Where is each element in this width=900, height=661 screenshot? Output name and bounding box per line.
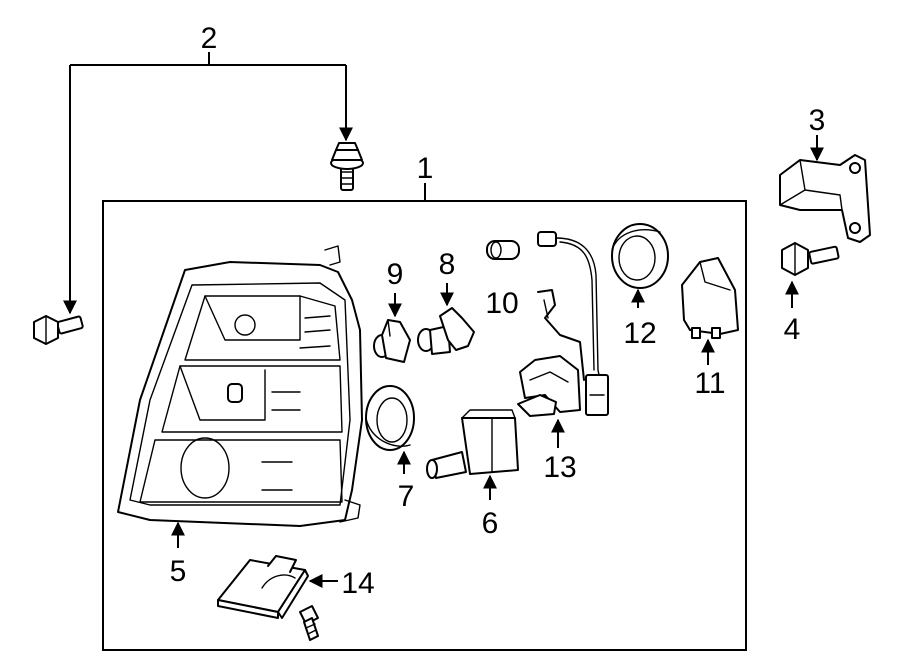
callout-5: 5 <box>170 555 187 588</box>
callout-14: 14 <box>341 567 374 600</box>
headlamp-assembly-part <box>117 245 363 527</box>
cover-part <box>681 257 739 339</box>
callout-1: 1 <box>417 152 434 185</box>
bulb-socket-part <box>426 409 519 479</box>
callout-7: 7 <box>398 480 415 513</box>
callout-2: 2 <box>201 22 218 55</box>
bulb-9-part <box>373 319 411 363</box>
callout-8: 8 <box>439 248 456 281</box>
retainer-part <box>217 555 309 619</box>
callout-3: 3 <box>809 104 826 137</box>
seal-ring-12-part <box>611 223 669 289</box>
bolt-4-part <box>781 242 840 276</box>
callout-11: 11 <box>694 367 725 400</box>
screw-part <box>299 605 319 641</box>
callout-12: 12 <box>623 317 656 350</box>
wiring-harness-part <box>517 231 609 417</box>
seal-ring-part <box>365 385 415 451</box>
callout-13: 13 <box>543 451 576 484</box>
bolt-top-part <box>330 142 364 191</box>
callout-9: 9 <box>387 258 404 291</box>
bracket-part <box>779 154 871 243</box>
callout-6: 6 <box>482 507 499 540</box>
bulb-10-part <box>486 240 520 260</box>
bulb-8-part <box>417 307 475 355</box>
leader-2 <box>63 52 353 315</box>
bolt-left-part <box>33 315 84 345</box>
callout-4: 4 <box>784 313 801 346</box>
callout-10: 10 <box>485 287 518 320</box>
